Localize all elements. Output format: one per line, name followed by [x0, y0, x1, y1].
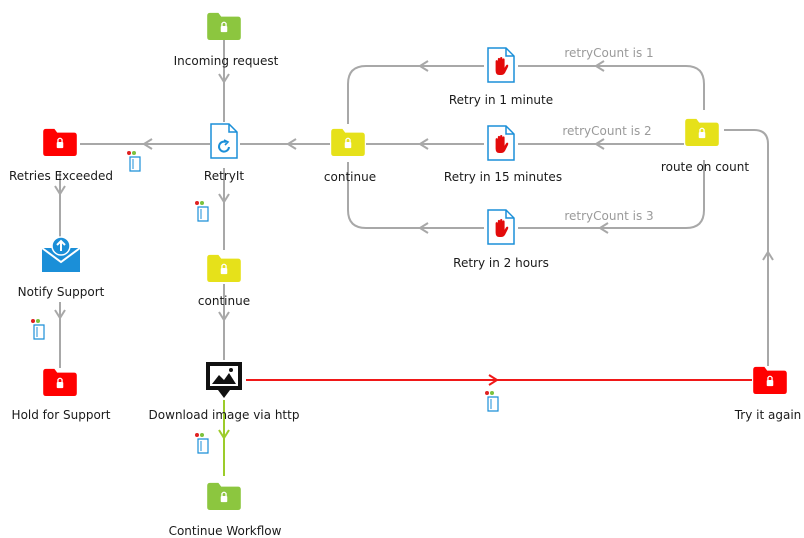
retry-15-minutes-node[interactable]: [487, 125, 515, 161]
arrow-retry1-left: [418, 60, 429, 72]
hold-for-support-node[interactable]: [42, 368, 78, 396]
notify-support-node[interactable]: [41, 236, 81, 272]
connection-badge-icon[interactable]: [30, 318, 45, 340]
incoming-request-node[interactable]: [206, 12, 242, 40]
folder-lock-icon: [206, 254, 242, 282]
node-label-hold-for-support: Hold for Support: [11, 408, 111, 422]
retry-2-hours-node[interactable]: [487, 209, 515, 245]
try-it-again-node[interactable]: [752, 366, 788, 394]
arrow-to-exceeded: [142, 138, 153, 150]
edge-tryagain-route: [724, 129, 769, 366]
continue-workflow-node[interactable]: [206, 482, 242, 510]
node-label-try-it-again: Try it again: [734, 408, 802, 422]
arrow-retryit-down: [218, 193, 230, 204]
folder-lock-icon: [206, 12, 242, 40]
node-label-continue-left: continue: [323, 170, 377, 184]
download-image-icon: [206, 362, 242, 398]
arrow-retry2h-left: [418, 222, 429, 234]
arrow-to-retryit: [286, 138, 297, 150]
retries-exceeded-node[interactable]: [42, 128, 78, 156]
arrow-continue-down: [218, 311, 230, 322]
arrow-notify-down: [54, 309, 66, 320]
arrow-route-retry1: [594, 60, 605, 72]
node-label-notify-support: Notify Support: [17, 285, 105, 299]
edge-label-retrycount-3: retryCount is 3: [564, 209, 654, 223]
edge-retry1-continue: [347, 65, 484, 124]
download-image-node[interactable]: [206, 362, 242, 398]
connection-badge-icon[interactable]: [194, 432, 209, 454]
edge-route-retry1: [518, 65, 705, 110]
folder-lock-icon: [42, 128, 78, 156]
edge-retry2h-continue: [347, 162, 484, 229]
folder-lock-icon: [206, 482, 242, 510]
connection-badge-icon[interactable]: [484, 390, 499, 412]
edge-label-retrycount-2: retryCount is 2: [562, 124, 652, 138]
connection-badge-icon[interactable]: [194, 200, 209, 222]
node-label-route-on-count: route on count: [660, 160, 750, 174]
arrow-retry15-left: [418, 138, 429, 150]
continue-middle-node[interactable]: [206, 254, 242, 282]
node-label-download-image: Download image via http: [148, 408, 300, 422]
node-label-retries-exceeded: Retries Exceeded: [8, 169, 114, 183]
arrow-route-retry2h: [598, 222, 609, 234]
node-label-continue-middle: continue: [197, 294, 251, 308]
node-label-continue-workflow: Continue Workflow: [168, 524, 282, 538]
node-label-retryit: RetryIt: [203, 169, 245, 183]
folder-lock-icon: [42, 368, 78, 396]
continue-left-node[interactable]: [330, 128, 366, 156]
arrow-route-retry15: [594, 138, 605, 150]
retryit-node[interactable]: [210, 123, 238, 159]
node-label-incoming-request: Incoming request: [173, 54, 279, 68]
node-label-retry-2-hours: Retry in 2 hours: [453, 256, 549, 270]
edge-route-retry2h: [518, 160, 705, 229]
route-on-count-node[interactable]: [684, 118, 720, 146]
arrow-red: [488, 374, 499, 386]
mail-upload-icon: [41, 236, 81, 272]
folder-lock-icon: [752, 366, 788, 394]
arrow-incoming: [218, 73, 230, 84]
node-label-retry-1-minute: Retry in 1 minute: [448, 93, 554, 107]
folder-lock-icon: [684, 118, 720, 146]
edge-label-retrycount-1: retryCount is 1: [564, 46, 654, 60]
connection-badge-icon[interactable]: [126, 150, 141, 172]
arrow-tryagain-up: [762, 250, 774, 261]
arrow-green: [218, 429, 230, 440]
node-label-retry-15-minutes: Retry in 15 minutes: [443, 170, 563, 184]
folder-lock-icon: [330, 128, 366, 156]
arrow-exceeded-down: [54, 185, 66, 196]
retry-1-minute-node[interactable]: [487, 47, 515, 83]
